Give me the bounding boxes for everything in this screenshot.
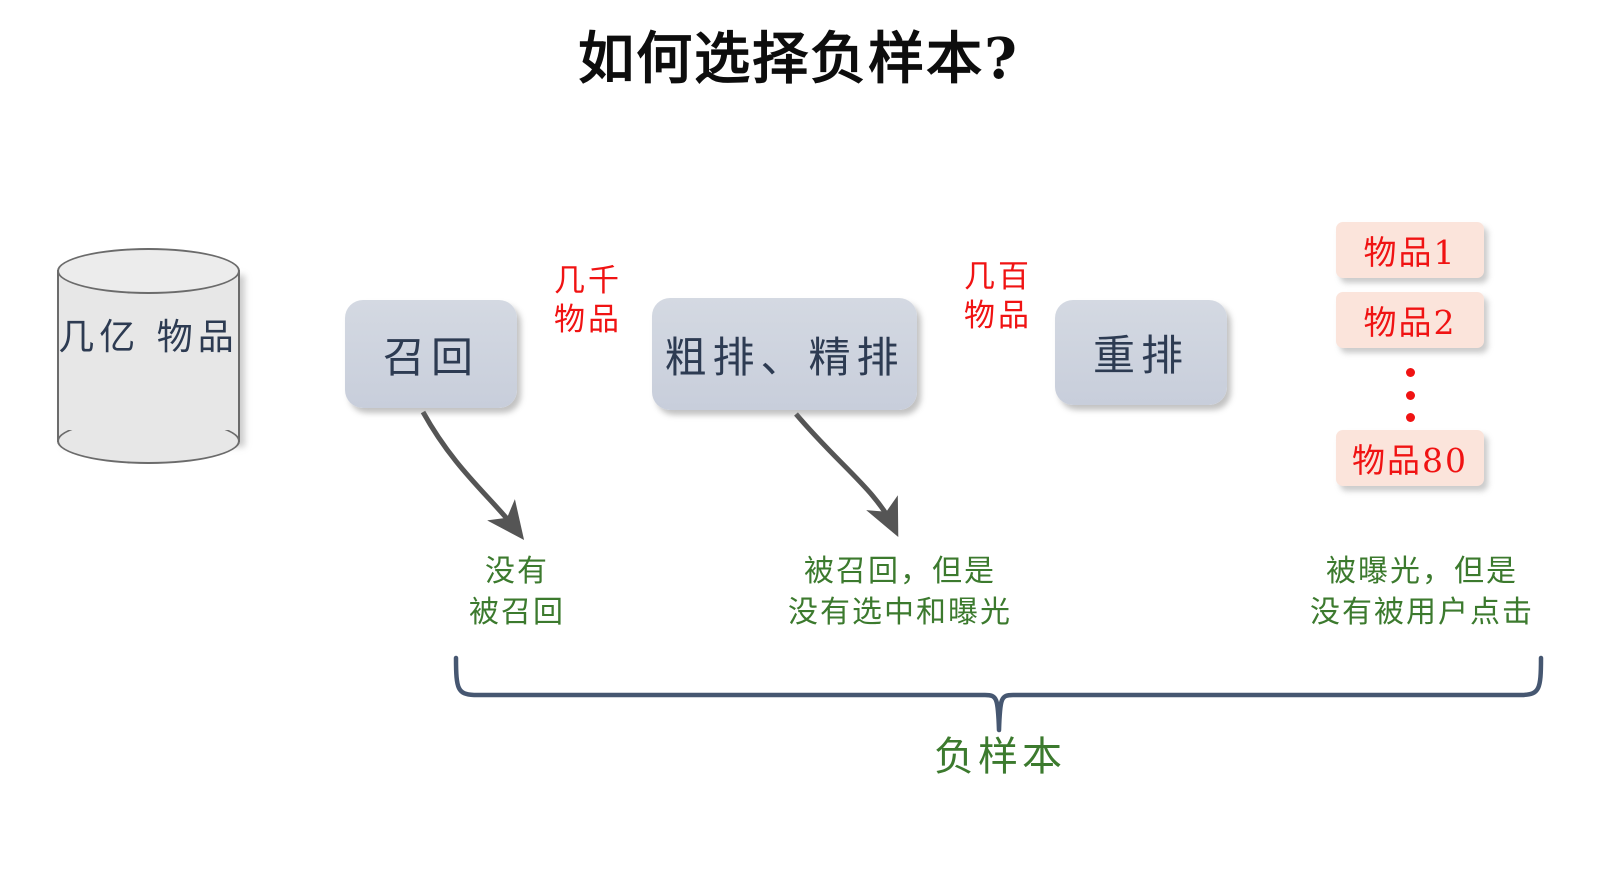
count-label-after-recall: 几千 物品 xyxy=(554,263,622,338)
curve-ranking-to-note xyxy=(794,412,899,538)
vertical-ellipsis-icon xyxy=(1395,368,1425,422)
stage-box-ranking[interactable]: 粗排、精排 xyxy=(652,298,917,410)
cylinder-label: 几亿 物品 xyxy=(58,317,239,358)
curve-recall-to-note xyxy=(420,410,525,540)
page-title: 如何选择负样本? xyxy=(578,26,1019,92)
annotation-arrows xyxy=(420,410,899,540)
result-item-chip[interactable]: 物品1 xyxy=(1336,222,1484,278)
brace-label-negative-samples: 负样本 xyxy=(934,734,1066,780)
result-item-chip[interactable]: 物品2 xyxy=(1336,292,1484,348)
note-recalled-not-exposed: 被召回，但是 没有选中和曝光 xyxy=(788,554,1012,630)
stage-box-rerank[interactable]: 重排 xyxy=(1055,300,1227,405)
note-not-recalled: 没有 被召回 xyxy=(469,554,565,630)
result-item-chip[interactable]: 物品80 xyxy=(1336,430,1484,486)
negative-sample-brace xyxy=(453,655,1544,733)
cylinder-top-ellipse xyxy=(57,248,240,294)
count-label-after-ranking: 几百 物品 xyxy=(964,259,1032,334)
cylinder-bottom-mask xyxy=(59,408,238,430)
stage-box-recall[interactable]: 召回 xyxy=(345,300,517,408)
note-exposed-not-clicked: 被曝光，但是 没有被用户点击 xyxy=(1310,554,1534,630)
item-pool-cylinder: 几亿 物品 xyxy=(57,248,242,464)
